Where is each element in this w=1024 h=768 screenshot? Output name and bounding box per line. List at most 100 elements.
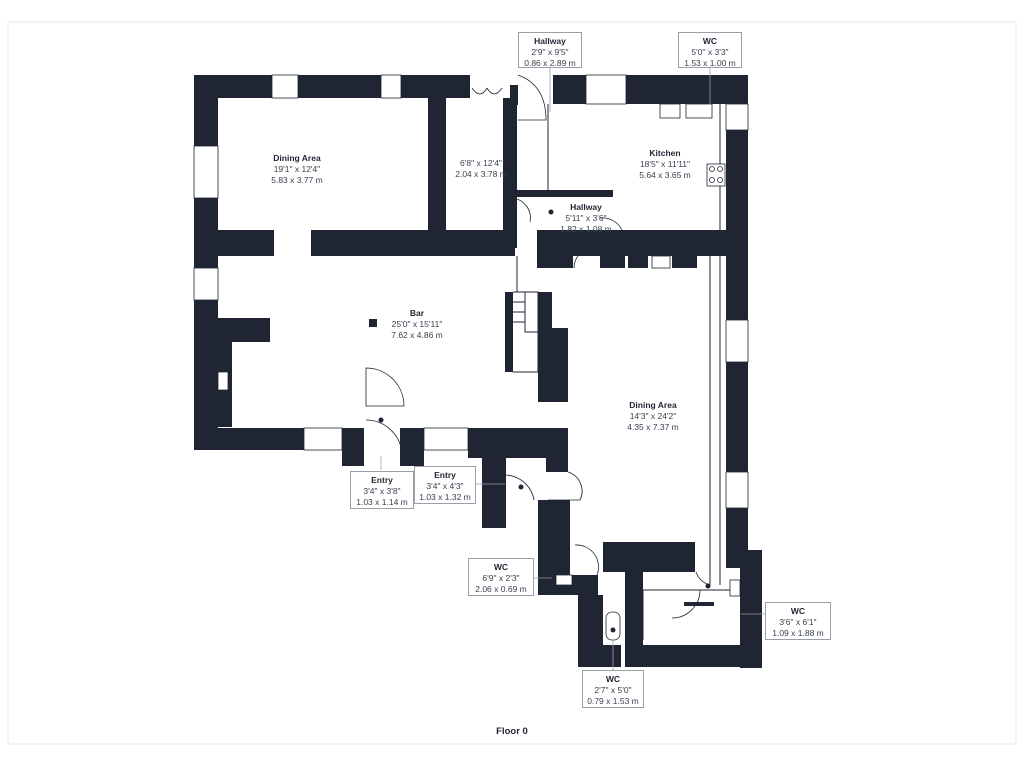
wall: [503, 98, 517, 248]
wc-partition: [642, 589, 740, 640]
wall: [400, 428, 424, 466]
room-name: Entry: [371, 475, 393, 485]
room-imperial: 3'4" x 4'3": [426, 481, 464, 491]
room-name: WC: [493, 562, 509, 572]
room-metric: 1.03 x 1.32 m: [419, 492, 471, 502]
room-metric: 1.03 x 1.14 m: [356, 497, 408, 507]
room-metric: 5.64 x 3.65 m: [639, 170, 691, 180]
door-swing: [486, 87, 503, 95]
windows: [193, 74, 749, 509]
wall: [552, 328, 568, 402]
room-name: WC: [605, 674, 621, 684]
door-swing: [505, 474, 535, 501]
fireplace-insert: [651, 255, 671, 269]
room-name: Kitchen: [649, 148, 681, 158]
room-metric: 0.86 x 2.89 m: [524, 58, 576, 68]
stairs-steps: [513, 292, 538, 333]
wall: [218, 318, 270, 342]
toilet: [605, 611, 621, 641]
doors: [365, 74, 711, 619]
room-box-entry-1: Entry 3'4" x 3'8" 1.03 x 1.14 m: [350, 471, 414, 509]
door-swing: [573, 247, 595, 269]
basin: [729, 579, 741, 597]
door-swing: [365, 367, 405, 407]
marker: [378, 417, 384, 423]
leaders: [380, 67, 765, 670]
room-box-hallway-top: Hallway 2'9" x 9'5" 0.86 x 2.89 m: [518, 32, 582, 68]
room-imperial: 6'9" x 2'3": [482, 573, 520, 583]
wall: [672, 250, 697, 268]
door-swing: [365, 419, 403, 457]
window: [303, 427, 343, 451]
marker: [705, 583, 711, 589]
room-box-wc-top: WC 5'0" x 3'3" 1.53 x 1.00 m: [678, 32, 742, 68]
hob-ring: [709, 166, 715, 172]
room-name: Dining Area: [273, 153, 321, 163]
room-metric: 2.04 x 3.78 m: [455, 169, 507, 179]
room-imperial: 18'5" x 11'11": [639, 159, 691, 169]
room-box-wc-bottom: WC 2'7" x 5'0" 0.79 x 1.53 m: [582, 670, 644, 708]
room-imperial: 3'4" x 3'8": [363, 486, 401, 496]
room-name: Dining Area: [629, 400, 677, 410]
room-label-unnamed: 6'8" x 12'4" 2.04 x 3.78 m: [445, 158, 517, 180]
wall: [553, 75, 748, 104]
room-imperial: 19'1" x 12'4": [273, 164, 321, 174]
wall: [538, 292, 552, 402]
wall: [726, 130, 748, 320]
markers: [378, 209, 714, 633]
room-imperial: 2'9" x 9'5": [531, 47, 569, 57]
room-imperial: 2'7" x 5'0": [594, 685, 632, 695]
wall: [740, 550, 762, 668]
marker: [518, 484, 524, 490]
door-swing: [548, 471, 583, 501]
room-name: Entry: [434, 470, 456, 480]
room-imperial: 5'11" x 3'6": [565, 213, 607, 223]
room-metric: 1.09 x 1.88 m: [772, 628, 824, 638]
wall: [505, 292, 513, 372]
wall: [603, 645, 621, 667]
wall: [600, 230, 625, 268]
sink: [685, 103, 713, 119]
door-swing: [517, 74, 547, 121]
wall: [546, 428, 568, 472]
room-label-bar: Bar 25'0" x 15'11" 7.62 x 4.86 m: [374, 308, 460, 341]
room-box-wc-right: WC 3'6" x 6'1" 1.09 x 1.88 m: [765, 602, 831, 640]
wall: [578, 595, 603, 667]
marker: [684, 602, 714, 606]
room-metric: 7.62 x 4.86 m: [391, 330, 443, 340]
room-name: Bar: [409, 308, 425, 318]
wall: [194, 75, 470, 98]
hob-ring: [709, 177, 715, 183]
room-name: Hallway: [534, 36, 566, 46]
door-swing: [671, 589, 701, 619]
door-swing: [509, 197, 531, 223]
wall: [428, 98, 446, 238]
wall: [603, 542, 695, 572]
sink: [659, 103, 681, 119]
room-metric: 1.53 x 1.00 m: [684, 58, 736, 68]
room-metric: 4.35 x 7.37 m: [627, 422, 679, 432]
wall: [503, 190, 613, 197]
window: [271, 74, 299, 99]
wall: [726, 362, 748, 472]
door-swing: [471, 87, 488, 95]
room-box-wc-left: WC 6'9" x 2'3" 2.06 x 0.69 m: [468, 558, 534, 596]
wall: [194, 428, 304, 450]
fireplace-insert: [217, 371, 229, 391]
room-name: WC: [790, 606, 806, 616]
wall: [625, 645, 762, 667]
window: [725, 103, 749, 131]
wall: [625, 572, 643, 667]
marker: [610, 627, 616, 633]
wall: [537, 230, 573, 268]
floor-label: Floor 0: [496, 726, 528, 737]
window: [585, 74, 627, 105]
room-metric: 0.79 x 1.53 m: [587, 696, 639, 706]
page-border: [7, 21, 1017, 745]
window: [193, 267, 219, 301]
window: [725, 319, 749, 363]
window: [380, 74, 402, 99]
bar-pillar: [369, 319, 377, 327]
